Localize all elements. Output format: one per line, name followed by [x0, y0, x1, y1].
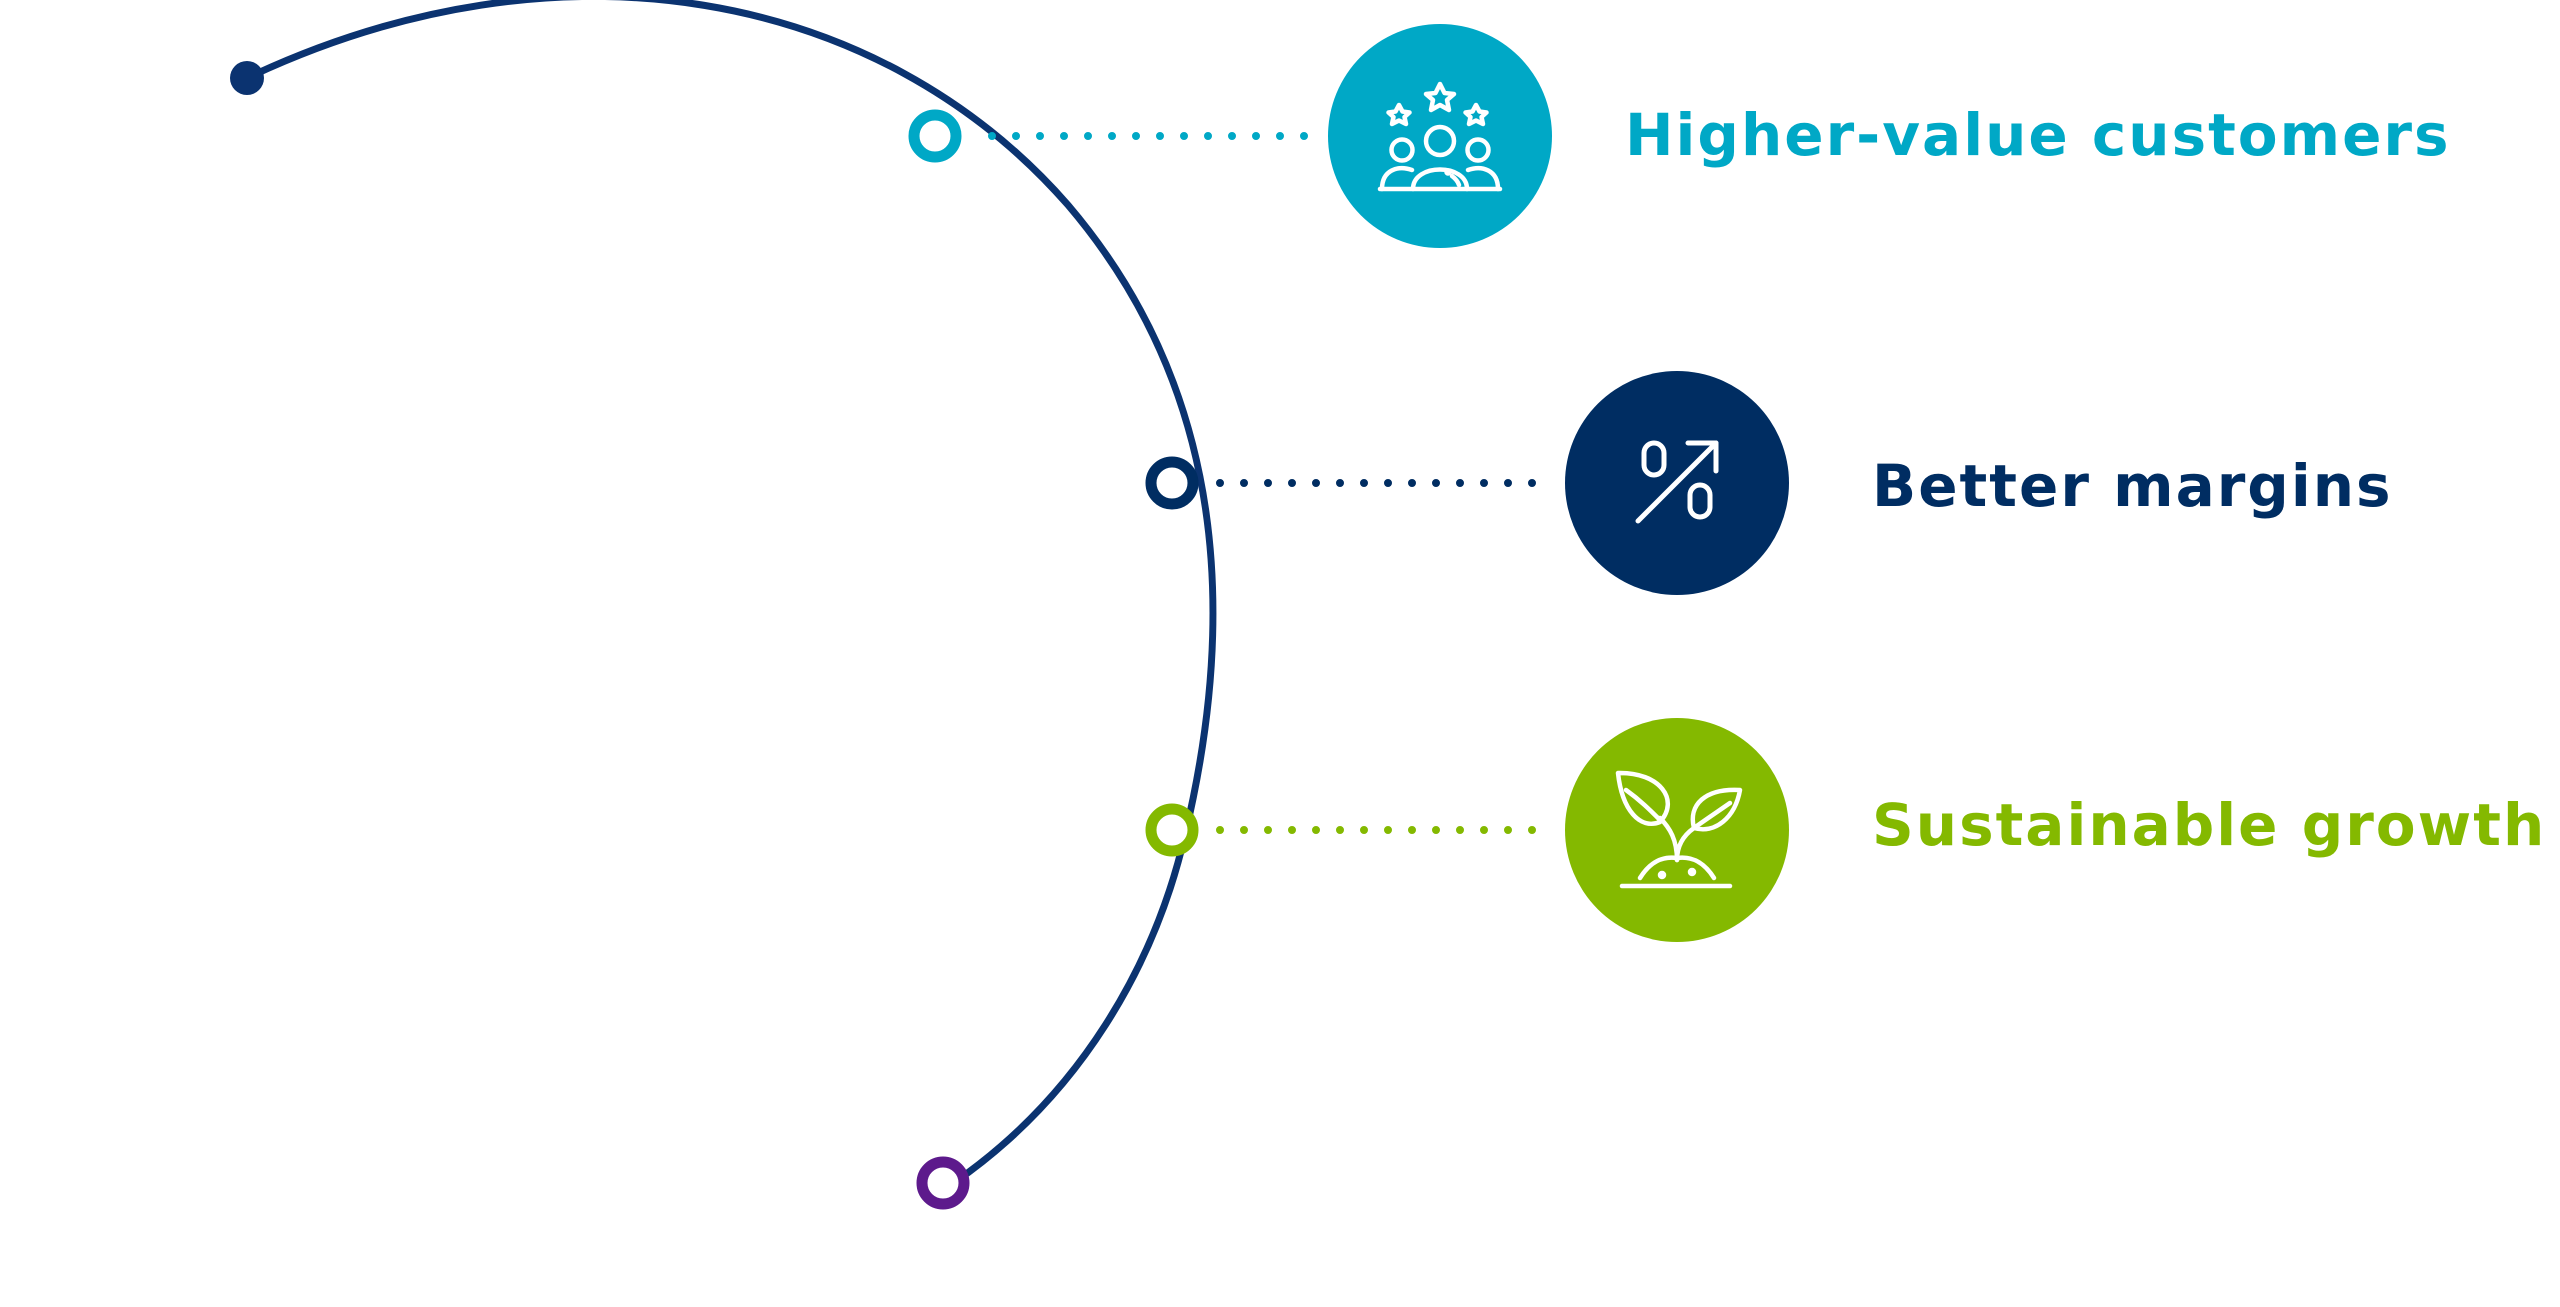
percent-arrow-up-icon [1635, 440, 1719, 524]
arc-node-1 [908, 109, 962, 163]
benefit-label-3: Sustainable growth [1872, 791, 2546, 859]
arc-end-node [916, 1156, 970, 1210]
customers-with-stars-icon [1377, 81, 1503, 192]
benefit-label-1: Higher-value customers [1625, 101, 2451, 169]
curved-path-line [243, 0, 1217, 1186]
arc-node-2 [1145, 456, 1199, 510]
icon-circle-1 [1328, 24, 1552, 248]
benefit-sustainable-growth: Sustainable growth [1145, 718, 2546, 942]
benefit-better-margins: Better margins [1145, 371, 2393, 595]
arc-node-3 [1145, 803, 1199, 857]
plant-sprout-icon [1615, 770, 1743, 889]
benefit-higher-value-customers: Higher-value customers [908, 24, 2451, 248]
arc-start-dot [230, 61, 264, 95]
icon-circle-3 [1565, 718, 1789, 942]
benefit-label-2: Better margins [1872, 452, 2393, 520]
